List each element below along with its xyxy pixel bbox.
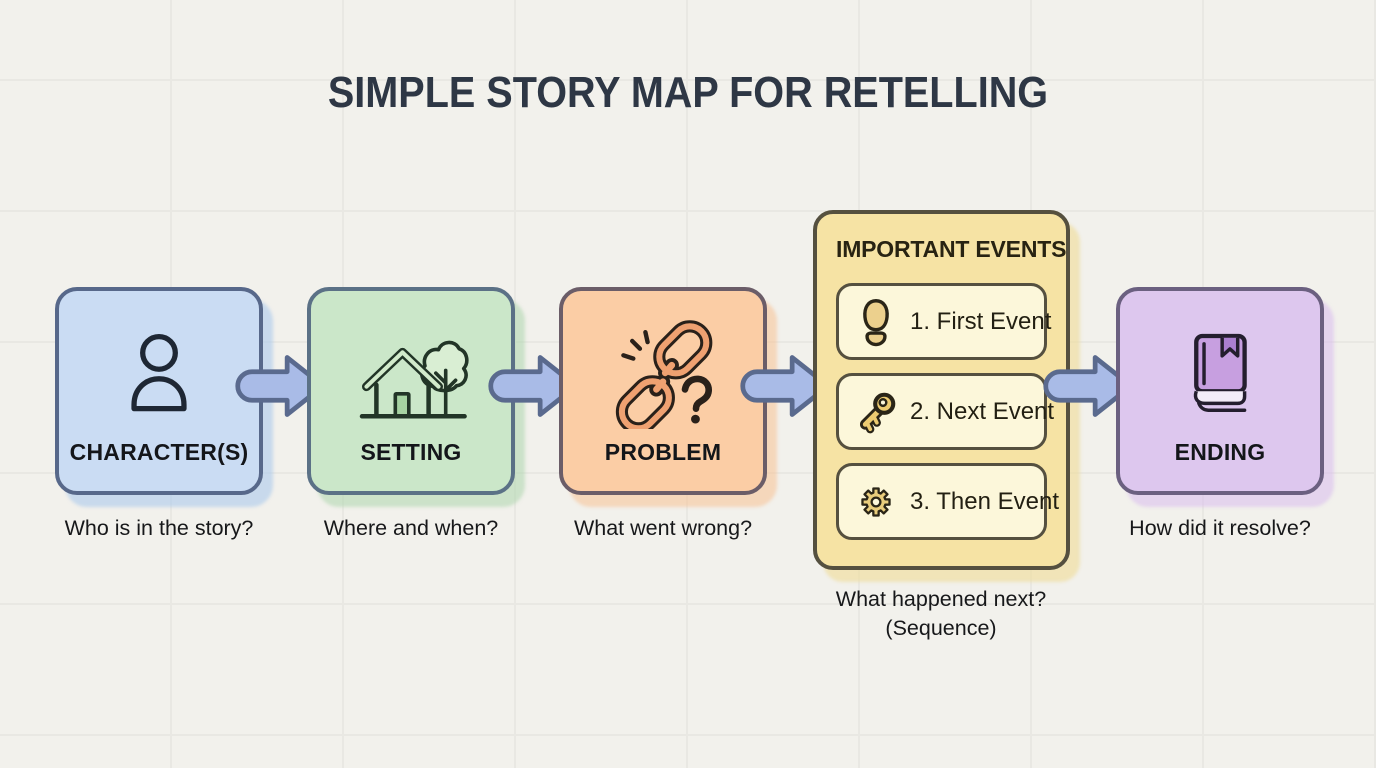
arrow-right-icon [233,350,328,422]
event-label-first: 1. First Event [910,307,1052,335]
setting-caption: Where and when? [323,516,499,540]
problem-box: PROBLEM [559,287,767,495]
characters-box: CHARACTER(S) [55,287,263,495]
broken-chain-icon [608,317,718,431]
characters-caption: Who is in the story? [64,516,254,540]
book-icon [1179,317,1261,431]
gear-icon [853,472,899,532]
key-icon [853,382,899,442]
page-title: SIMPLE STORY MAP FOR RETELLING [327,68,1049,117]
setting-box: SETTING [307,287,515,495]
event-item-then: 3. Then Event [836,463,1059,540]
events-caption-line1: What happened next? [835,587,1047,611]
event-label-then: 3. Then Event [910,487,1059,515]
events-caption-line2: (Sequence) [885,616,997,640]
event-label-next: 2. Next Event [910,397,1055,425]
house-tree-icon [353,317,470,431]
problem-label: PROBLEM [604,439,722,465]
arrow-right-icon [1041,350,1136,422]
arrow-right-icon [486,350,581,422]
characters-label: CHARACTER(S) [69,439,249,465]
event-item-next: 2. Next Event [836,373,1054,450]
events-caption: What happened next? (Sequence) [801,585,1081,643]
problem-caption: What went wrong? [573,516,753,540]
footprint-icon [853,292,899,352]
important-events-box: IMPORTANT EVENTS 1. First Event [813,210,1070,570]
arrow-right-icon [738,350,833,422]
ending-box: ENDING [1116,287,1324,495]
important-events-title: IMPORTANT EVENTS [836,236,1067,262]
ending-caption: How did it resolve? [1129,516,1311,540]
person-icon [111,317,207,431]
ending-label: ENDING [1174,439,1266,465]
setting-label: SETTING [360,439,462,465]
event-item-first: 1. First Event [836,283,1051,360]
